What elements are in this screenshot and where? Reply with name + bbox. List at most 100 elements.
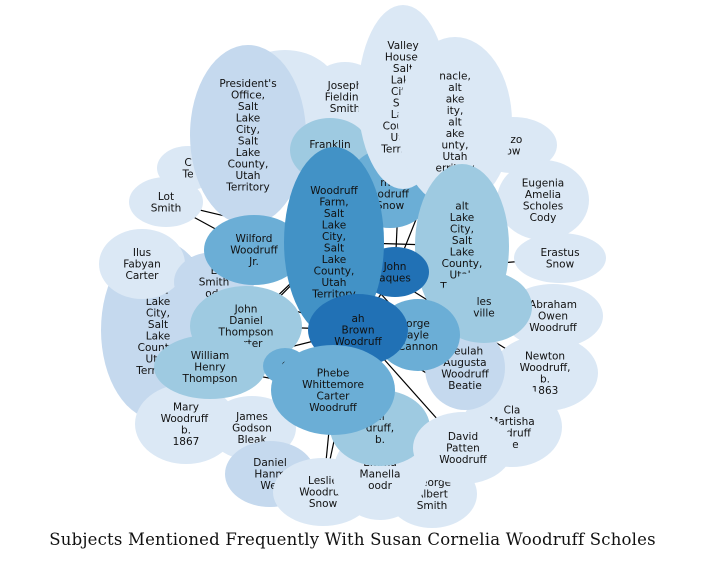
node-label-line: b.: [540, 373, 550, 385]
node-label-line: ake: [446, 94, 465, 106]
node-label-line: John: [234, 303, 258, 315]
node-label-line: Smith: [199, 277, 230, 289]
node-label-line: orge: [406, 318, 430, 330]
node-label-line: Snow: [546, 258, 575, 270]
node-label-line: Jr.: [248, 256, 259, 268]
node-label-line: oodruff: [371, 188, 409, 200]
node-label-line: Woodruff: [441, 368, 489, 380]
node-label-line: alt: [448, 117, 461, 129]
node-label-line: Mary: [173, 401, 199, 413]
node-label-line: alt: [448, 82, 461, 94]
node-label-line: Whittemore: [302, 379, 364, 391]
node-label-line: Smith: [330, 103, 361, 115]
node-label-line: Lake: [322, 219, 346, 231]
node-label-line: Woodruff: [299, 487, 347, 499]
node-ellipse: [436, 271, 532, 343]
node-ellipse: [398, 37, 512, 207]
node-label-line: Beatie: [448, 380, 482, 392]
node-label-line: Office,: [231, 89, 265, 101]
node-label-line: City,: [450, 223, 474, 235]
node-label-line: Utah: [443, 151, 468, 163]
diagram-title: Subjects Mentioned Frequently With Susan…: [49, 530, 656, 549]
node-label-line: Phebe: [317, 367, 350, 379]
node-label-line: Amelia: [525, 189, 561, 201]
node-ellipse: [413, 412, 513, 484]
node-label-line: Augusta: [443, 357, 486, 369]
node-label-line: Erastus: [540, 247, 579, 259]
node-label-line: Fabyan: [123, 259, 160, 271]
node-label-line: C: [184, 157, 191, 169]
node-label-line: House,: [385, 51, 421, 63]
node-label-line: Woodruff,: [161, 413, 212, 425]
node-label-line: City,: [146, 307, 170, 319]
node-label-line: Scholes: [523, 200, 563, 212]
node-label-line: Lake: [146, 296, 170, 308]
node-label-line: Lake: [322, 254, 346, 266]
node-label-line: Abraham: [529, 299, 577, 311]
node-label-line: Lake: [146, 330, 170, 342]
node-ellipse: [135, 384, 237, 464]
node-label-line: City,: [236, 124, 260, 136]
node-label-line: Carter: [126, 270, 160, 282]
node-label-line: Woodruff: [310, 185, 358, 197]
node-label-line: Smith: [151, 202, 182, 214]
node-label-line: Utah: [322, 277, 347, 289]
node-label-line: Wilford: [236, 233, 273, 245]
node-label-line: Salt: [238, 135, 258, 147]
node-label-line: President's: [219, 78, 276, 90]
node-label-line: David: [448, 431, 478, 443]
node-label-line: Fielding: [325, 92, 365, 104]
node-label-line: William: [191, 350, 229, 362]
node-ellipse: [154, 335, 266, 399]
node-label-line: Valley: [387, 40, 418, 52]
node-label-line: Woodruff: [309, 402, 357, 414]
node-ellipse: [271, 345, 395, 435]
node-ellipse: [497, 160, 589, 240]
node-label-line: Henry: [194, 362, 226, 374]
node-ellipse: [99, 229, 185, 299]
node-label-line: Lake: [450, 246, 474, 258]
node-label-line: Smith: [417, 500, 448, 512]
node-label-line: Cody: [530, 212, 557, 224]
node-label-line: Territory: [225, 181, 270, 193]
node-label-line: Albert: [416, 489, 448, 501]
node-label-line: b.: [375, 434, 385, 446]
node-label-line: Salt: [238, 101, 258, 113]
node-label-line: Brown: [342, 325, 375, 337]
node-label-line: Daniel: [253, 457, 286, 469]
node-label-line: Newton: [525, 350, 565, 362]
node-label-line: John: [383, 261, 407, 273]
node-label-line: Thompson: [218, 326, 274, 338]
node-label-line: ity,: [447, 105, 464, 117]
node-label-line: aques: [379, 272, 411, 284]
node-label-line: Ilus: [133, 247, 151, 259]
node-label-line: Carter: [317, 390, 351, 402]
node-label-line: les: [477, 296, 492, 308]
node-label-line: Thompson: [182, 373, 238, 385]
node-label-line: Salt: [324, 208, 344, 220]
